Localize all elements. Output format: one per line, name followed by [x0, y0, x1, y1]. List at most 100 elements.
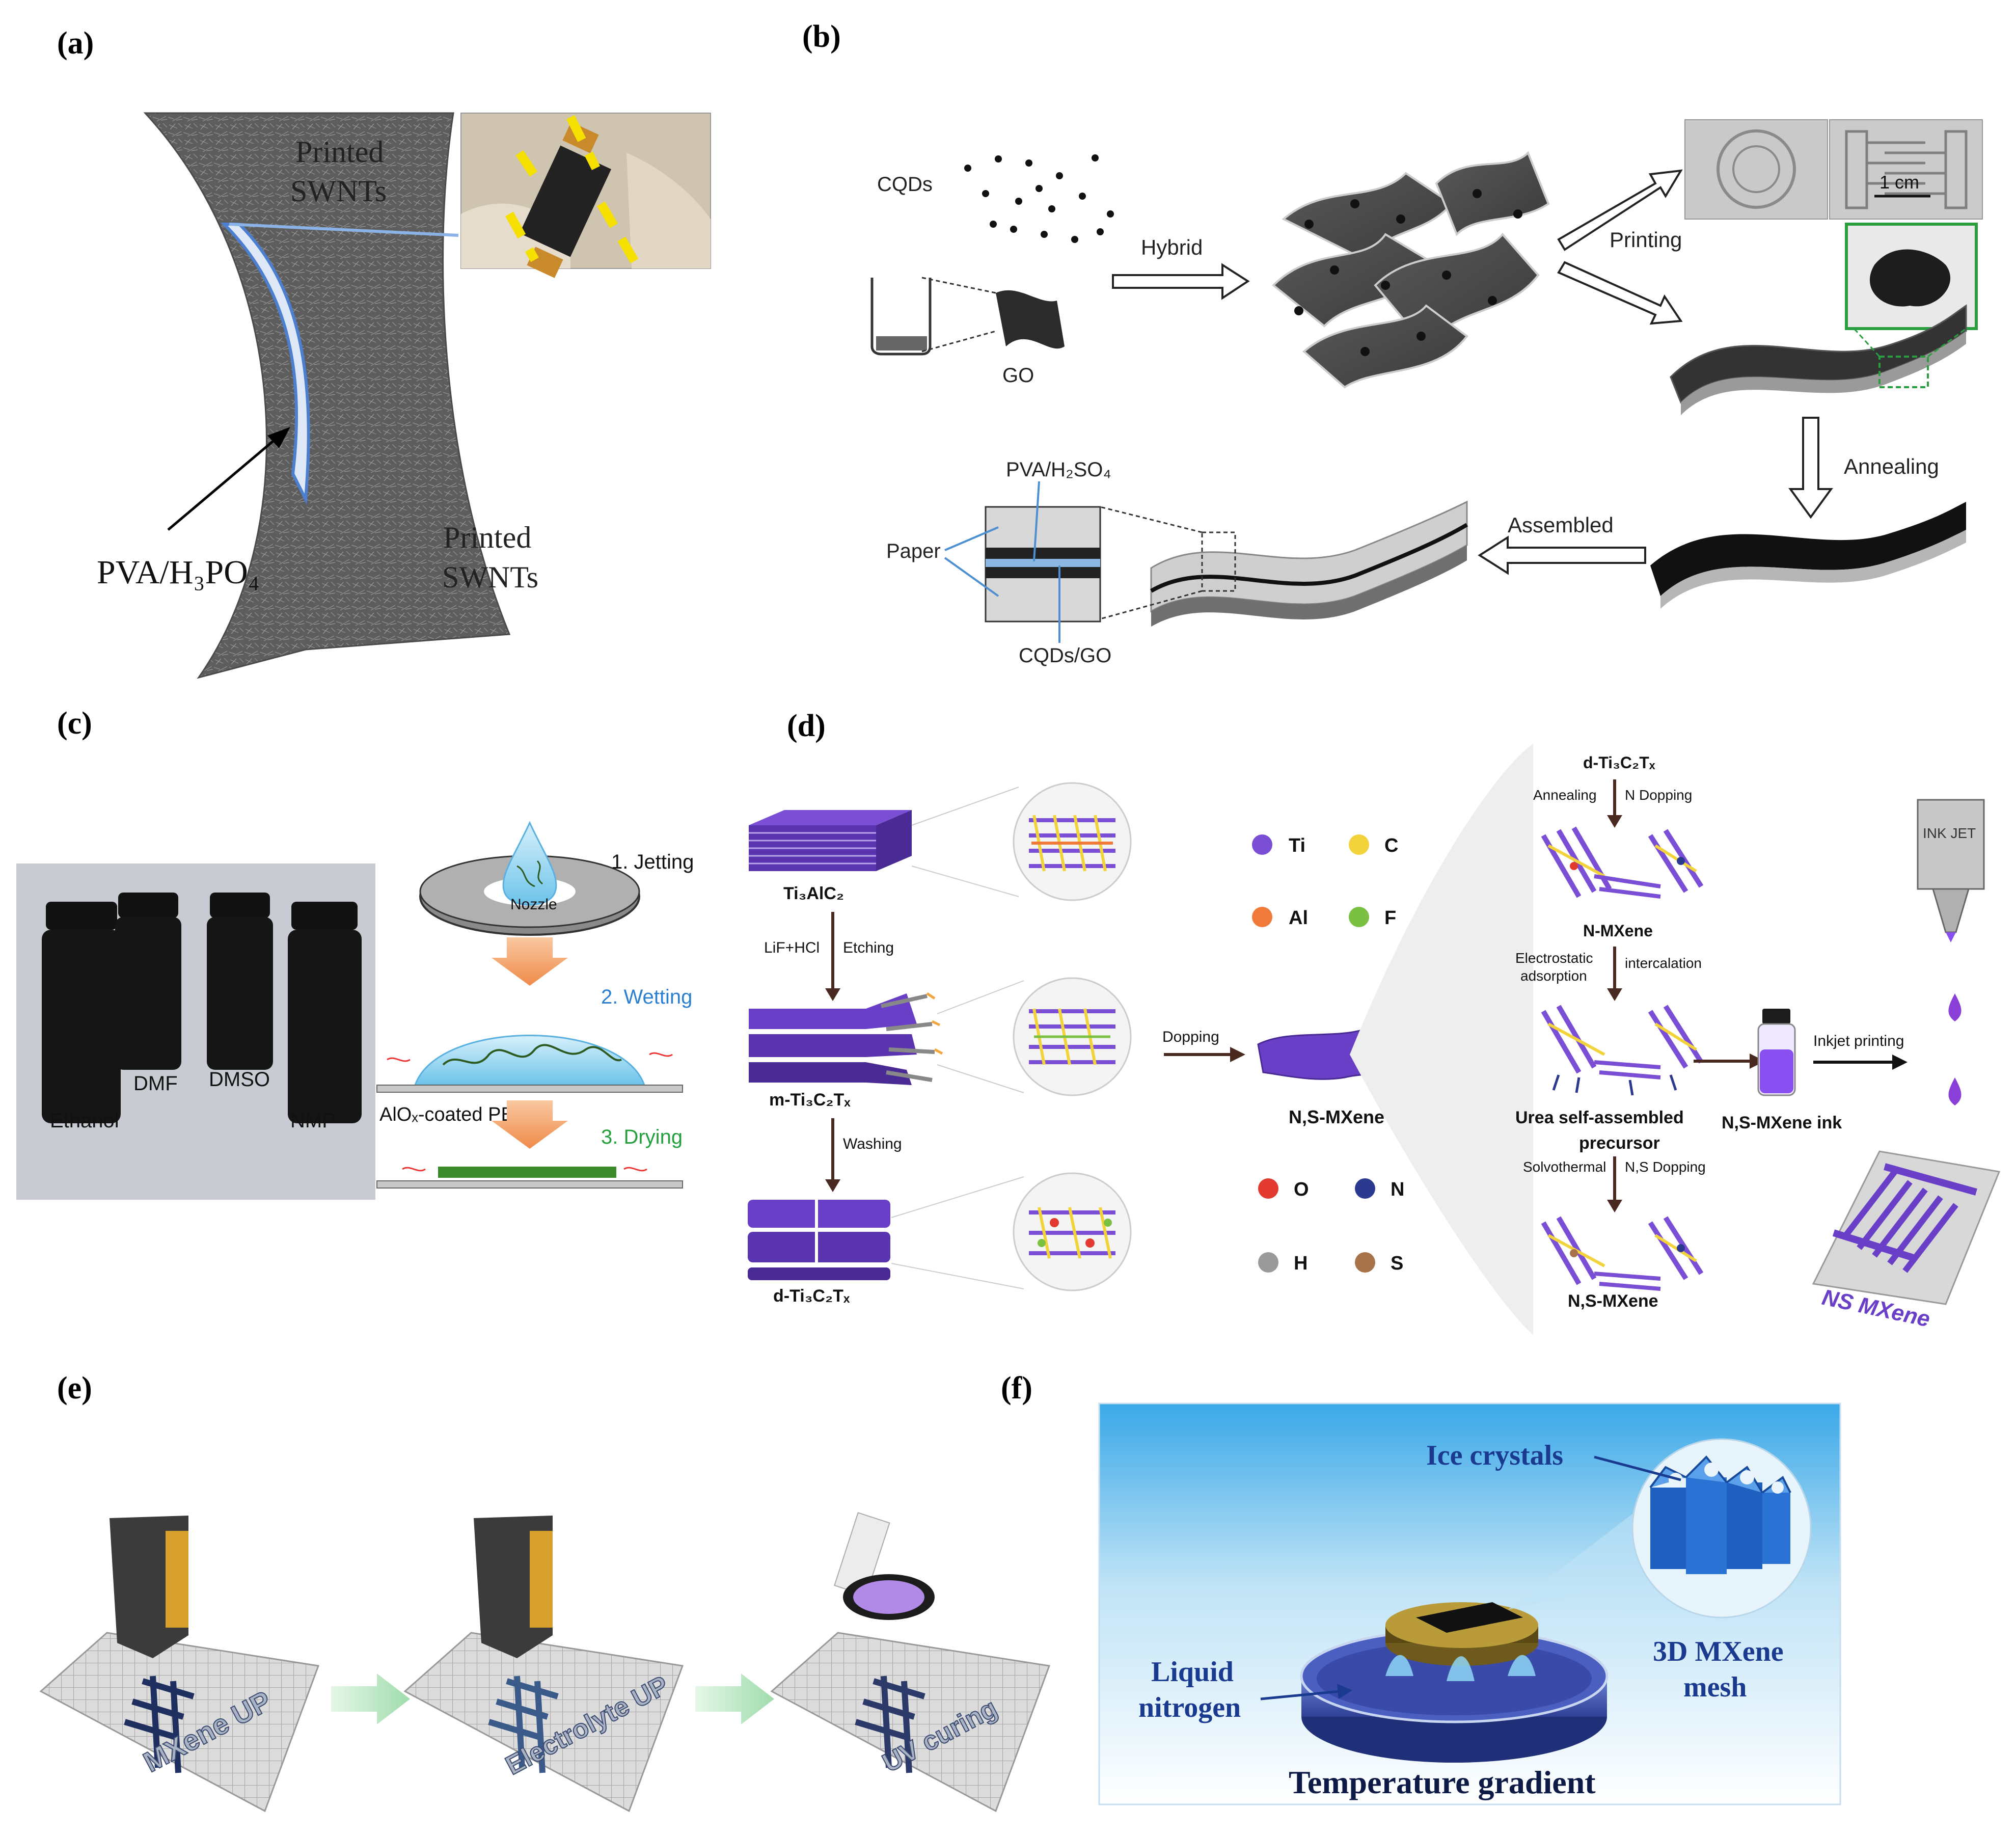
assembled-arrow: [1478, 535, 1646, 575]
hybrid-cluster: [1272, 151, 1550, 389]
urea-label: Urea self-assembled: [1515, 1108, 1684, 1127]
nitrogen-label: nitrogen: [1138, 1692, 1241, 1723]
step-3-uv-curing: [770, 1512, 1051, 1813]
panel-c: (c) Ethanol DMF DMSO NMP Nozzle 1. Jetti…: [16, 706, 694, 1200]
ink-drop-2: [1948, 1077, 1961, 1105]
ns-mxene-bottom-label: N,S-MXene: [1568, 1291, 1658, 1311]
panel-label-b: (b): [802, 19, 841, 54]
legend-label-al: Al: [1289, 907, 1308, 929]
printed-electrode-image: [1829, 119, 1983, 220]
annealing-arrow: [1788, 417, 1833, 519]
panel-label-f: (f): [1001, 1371, 1032, 1406]
legend-dot-n: [1355, 1178, 1375, 1199]
urea-precursor-structure: [1541, 1005, 1704, 1096]
go-label: GO: [1002, 364, 1034, 387]
panel-label-a: (a): [57, 26, 94, 61]
top-electrode-label-2: SWNTs: [290, 174, 387, 208]
mesh-label-2: mesh: [1683, 1671, 1747, 1703]
scale-bar-label: 1 cm: [1879, 172, 1919, 193]
ns-mxene-structure: [1541, 1216, 1704, 1291]
step-1-mxene-printing: [39, 1516, 320, 1813]
ns-doping-label: N,S Dopping: [1625, 1159, 1706, 1175]
legend-dot-f: [1349, 907, 1369, 927]
d-mxene-label: d-Ti₃C₂Tₓ: [773, 1286, 850, 1306]
step-wetting: 2. Wetting: [601, 986, 692, 1008]
panel-label-d: (d): [787, 709, 826, 743]
max-phase-stack: [749, 810, 912, 871]
hybrid-arrow: [1112, 263, 1250, 300]
cqds-go-label: CQDs/GO: [1019, 644, 1111, 667]
element-legend: Ti C Al F O N H S: [1252, 834, 1404, 1274]
inkjet-head: [1917, 799, 1985, 942]
3d-mesh-structure: [1649, 1455, 1791, 1574]
adsorption-label: adsorption: [1520, 968, 1587, 984]
process-arrow-2: [492, 1100, 568, 1149]
d-mxene-top-label: d-Ti₃C₂Tₓ: [1583, 753, 1655, 772]
m-mxene-atom-lattice: [1029, 1008, 1115, 1065]
ink-jet-label: INK JET: [1923, 825, 1976, 841]
legend-label-s: S: [1391, 1253, 1403, 1274]
panel-e: (e) MXene UP Electrolyte UP UV curing: [39, 1371, 1051, 1813]
max-atom-lattice: [1029, 815, 1115, 872]
substrate-wetting: [376, 1085, 683, 1093]
solvent-label-nmp: NMP: [290, 1110, 336, 1132]
m-mxene-label: m-Ti₃C₂Tₓ: [769, 1090, 851, 1110]
dried-film: [438, 1167, 616, 1178]
panel-b: (b) CQDs GO Hybrid: [802, 19, 1983, 667]
solvent-label-dmso: DMSO: [209, 1068, 270, 1091]
solvent-label-ethanol: Ethanol: [50, 1110, 119, 1132]
assembled-device: [1150, 500, 1468, 613]
sem-sheet: [143, 112, 511, 679]
legend-dot-h: [1258, 1252, 1278, 1273]
d-mxene-atom-lattice: [1029, 1207, 1115, 1259]
step-2-electrolyte-printing: [403, 1516, 684, 1813]
solvent-label-dmf: DMF: [133, 1072, 178, 1095]
electrolyte-label: PVA/H₃PO₄: [97, 554, 260, 591]
top-electrode-label-1: Printed: [295, 135, 384, 169]
panel-d: (d) Ti₃AlC₂ LiF+HCl Etching: [748, 709, 2001, 1335]
vial-ethanol: [42, 902, 121, 1123]
step-jetting: 1. Jetting: [611, 851, 694, 873]
inkjet-printing-label: Inkjet printing: [1813, 1033, 1904, 1049]
legend-label-h: H: [1294, 1253, 1307, 1274]
n-doping-label: N Dopping: [1625, 787, 1692, 803]
ink-label: N,S-MXene ink: [1722, 1113, 1842, 1132]
panel-a: (a) Printed SWNTs Printed SWNTs PVA/H₃PO…: [57, 26, 711, 679]
ns-mxene-center-label: N,S-MXene: [1289, 1106, 1384, 1127]
ice-crystals-label: Ice crystals: [1426, 1440, 1563, 1471]
solvothermal-label: Solvothermal: [1523, 1159, 1606, 1175]
cqds-dots: [964, 154, 1114, 243]
bottom-electrode-label-1: Printed: [443, 521, 531, 554]
vial-nmp: [288, 902, 362, 1123]
bottom-electrode-label-2: SWNTs: [442, 560, 538, 594]
step-arrow-1: [331, 1673, 410, 1724]
ink-drop-1: [1948, 993, 1961, 1021]
nozzle-label: Nozzle: [510, 896, 557, 913]
device-photo-inset: [460, 113, 711, 278]
n-mxene-structure: [1541, 826, 1704, 899]
interface-line: [229, 223, 459, 237]
vial-dmf: [115, 893, 181, 1070]
mesh-label-1: 3D MXene: [1653, 1636, 1784, 1667]
electrolyte-pointer-arrow: [167, 432, 284, 531]
electrolyte-label-b: PVA/H₂SO₄: [1006, 458, 1111, 481]
liquid-label: Liquid: [1151, 1656, 1234, 1688]
legend-label-c: C: [1384, 835, 1398, 856]
process-arrow-1: [492, 937, 568, 986]
legend-label-o: O: [1294, 1179, 1309, 1200]
n-mxene-label: N-MXene: [1583, 922, 1653, 940]
assembled-label: Assembled: [1508, 513, 1614, 537]
mxene-sample: [1385, 1602, 1538, 1666]
legend-label-f: F: [1384, 907, 1396, 929]
legend-label-ti: Ti: [1289, 835, 1305, 856]
paper-label: Paper: [886, 540, 941, 562]
cqds-label: CQDs: [877, 173, 933, 196]
step-drying: 3. Drying: [601, 1126, 683, 1148]
panel-f: (f) Ice crystals: [1001, 1371, 1841, 1805]
electrolyte-pointer-arrowhead: [267, 427, 290, 448]
printing-arrow-down: [1557, 261, 1683, 325]
vial-dmso: [207, 893, 273, 1070]
legend-dot-s: [1355, 1252, 1375, 1273]
zoom-region-box: [1878, 356, 1929, 388]
